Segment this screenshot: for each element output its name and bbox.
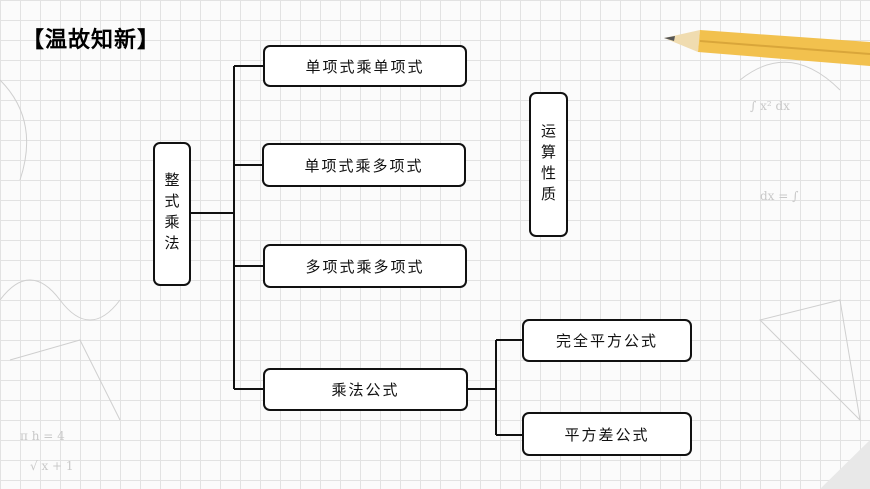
root-label: 整式乘法 (162, 172, 181, 256)
branch-node: 单项式乘单项式 (263, 45, 467, 87)
side-note-node: 运算性质 (529, 92, 568, 237)
root-node: 整式乘法 (153, 142, 191, 286)
branch-node: 多项式乘多项式 (263, 244, 467, 288)
sub-branch-node: 完全平方公式 (522, 319, 692, 362)
branch-node: 单项式乘多项式 (262, 143, 466, 187)
page-title: 【温故知新】 (22, 28, 161, 53)
side-note-label: 运算性质 (539, 122, 557, 207)
sub-branch-node: 平方差公式 (522, 412, 692, 456)
branch-node: 乘法公式 (263, 368, 468, 411)
